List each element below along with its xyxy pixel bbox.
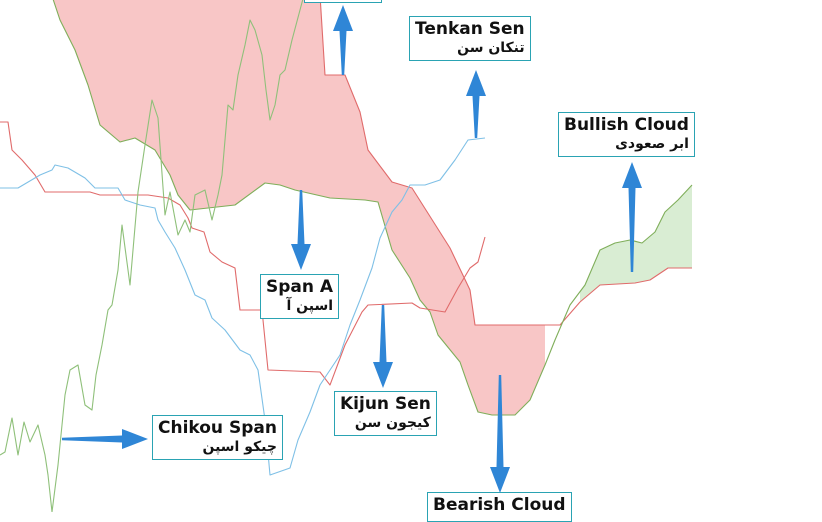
chikou-span-label-en: Chikou Span xyxy=(158,418,277,438)
chikou-span-label-fa: چیکو اسپن xyxy=(202,439,277,455)
tenkan-sen-label-fa: تنکان سن xyxy=(457,40,525,56)
span-b-line xyxy=(319,0,692,326)
kijun-sen-label-fa: کیجون سن xyxy=(354,415,431,431)
top-arrow xyxy=(333,5,353,75)
chikou-arrow xyxy=(62,429,148,449)
tenkan-line xyxy=(0,137,486,476)
kijun-sen-label: Kijun Sen کیجون سن xyxy=(334,391,437,436)
span-a-label-fa: اسپن آ xyxy=(286,298,334,314)
span-a-label-en: Span A xyxy=(266,277,334,297)
span-a-label: Span A اسپن آ xyxy=(260,274,340,319)
span-a-line xyxy=(52,0,693,416)
tenkan-sen-label: Tenkan Sen تنکان سن xyxy=(409,16,531,61)
kijun-arrow xyxy=(373,305,393,388)
chikou-line xyxy=(0,0,304,512)
bullish-cloud-label: Bullish Cloud ابر صعودی xyxy=(558,112,695,157)
span_a-arrow xyxy=(291,190,311,270)
tenkan-arrow xyxy=(466,70,486,138)
bearish-cloud-label-en: Bearish Cloud xyxy=(433,495,566,515)
chikou-span-label: Chikou Span چیکو اسپن xyxy=(152,415,283,460)
bullish-cloud-label-fa: ابر صعودی xyxy=(615,136,689,152)
bearish-cloud xyxy=(53,0,545,415)
tenkan-sen-label-en: Tenkan Sen xyxy=(415,19,525,39)
bullish-arrow xyxy=(622,162,642,272)
kijun-sen-label-en: Kijun Sen xyxy=(340,394,431,414)
lines-layer xyxy=(0,0,693,512)
arrows-layer xyxy=(62,5,642,493)
bearish-arrow xyxy=(490,375,510,493)
top-label-box xyxy=(304,0,382,3)
kijun-line xyxy=(0,121,486,386)
bearish-cloud-label: Bearish Cloud xyxy=(427,492,572,522)
bullish-cloud-label-en: Bullish Cloud xyxy=(564,115,689,135)
clouds-layer xyxy=(53,0,692,415)
